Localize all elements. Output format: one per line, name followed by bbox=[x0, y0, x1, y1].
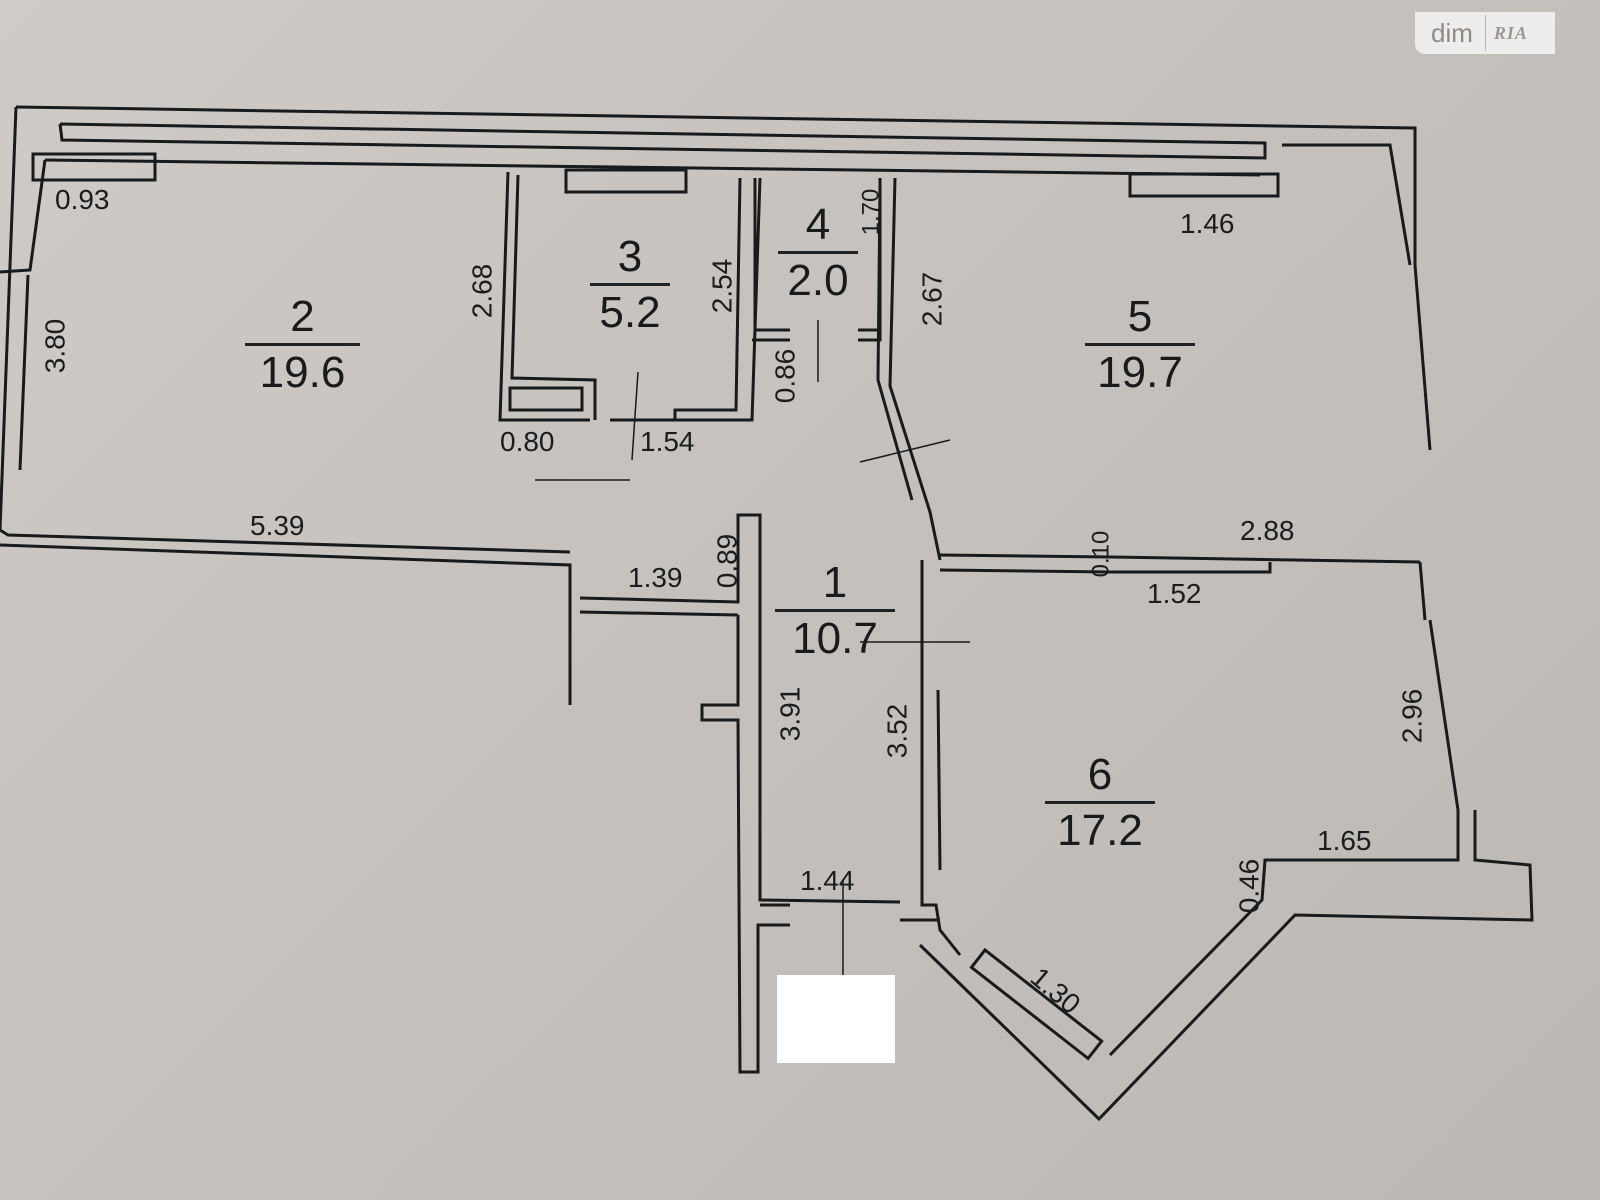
dim-1-70: 1.70 bbox=[857, 188, 885, 236]
room-area: 17.2 bbox=[1045, 800, 1155, 857]
room-number: 6 bbox=[1087, 750, 1113, 799]
dim-0-89: 0.89 bbox=[711, 533, 743, 589]
dim-0-80: 0.80 bbox=[500, 426, 555, 457]
room-area: 10.7 bbox=[775, 608, 895, 665]
room-6-label: 6 17.2 bbox=[1045, 750, 1155, 856]
dim-5-39: 5.39 bbox=[250, 510, 305, 541]
dim-1-52: 1.52 bbox=[1147, 578, 1202, 609]
dim-0-10: 0.10 bbox=[1087, 530, 1115, 578]
watermark-brand: dim bbox=[1415, 15, 1486, 51]
dim-1-54: 1.54 bbox=[640, 426, 695, 457]
room-number: 2 bbox=[290, 292, 315, 341]
dim-2-54: 2.54 bbox=[706, 258, 738, 314]
redaction-patch bbox=[777, 975, 895, 1063]
room-area: 2.0 bbox=[778, 250, 858, 307]
room-3-label: 3 5.2 bbox=[590, 232, 670, 338]
room-5-label: 5 19.7 bbox=[1085, 292, 1195, 398]
room-4-label: 4 2.0 bbox=[778, 200, 858, 306]
ria-logo-icon: RIA bbox=[1493, 22, 1528, 43]
room-number: 1 bbox=[822, 558, 848, 607]
room-number: 3 bbox=[617, 232, 643, 281]
dim-2-88: 2.88 bbox=[1240, 515, 1295, 546]
dim-0-46: 0.46 bbox=[1233, 858, 1265, 914]
dim-2-96: 2.96 bbox=[1396, 688, 1428, 744]
dim-3-80: 3.80 bbox=[39, 318, 71, 374]
dim-3-52: 3.52 bbox=[881, 703, 913, 759]
room-area: 19.7 bbox=[1085, 342, 1195, 399]
room-1-label: 1 10.7 bbox=[775, 558, 895, 664]
dim-0-86: 0.86 bbox=[769, 348, 801, 404]
room-area: 19.6 bbox=[245, 342, 360, 399]
dim-1-65: 1.65 bbox=[1317, 825, 1372, 856]
dim-2-67: 2.67 bbox=[916, 271, 948, 327]
dim-1-39: 1.39 bbox=[628, 562, 683, 593]
dim-1-46: 1.46 bbox=[1180, 208, 1235, 239]
dim-0-93: 0.93 bbox=[55, 184, 110, 215]
dim-2-68: 2.68 bbox=[466, 263, 498, 319]
dim-1-44: 1.44 bbox=[800, 865, 855, 896]
room-area: 5.2 bbox=[590, 282, 670, 339]
room-number: 4 bbox=[805, 200, 831, 249]
dim-3-91: 3.91 bbox=[774, 686, 806, 742]
dim-ria-watermark: dim RIA bbox=[1415, 12, 1555, 54]
room-number: 5 bbox=[1127, 292, 1153, 341]
room-2-label: 2 19.6 bbox=[245, 292, 360, 398]
